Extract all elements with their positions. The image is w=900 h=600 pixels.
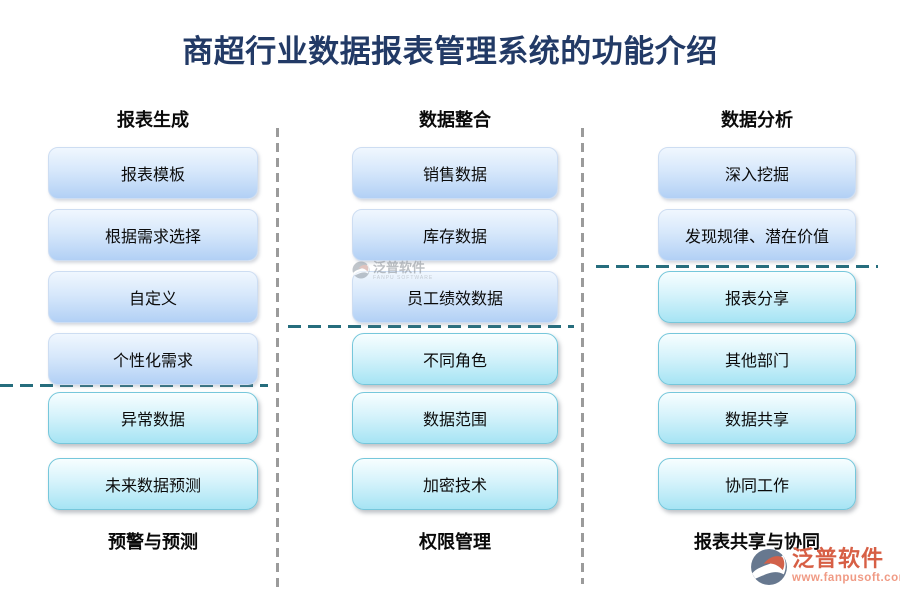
page-title: 商超行业数据报表管理系统的功能介绍 <box>182 34 718 69</box>
node-collaborative-work: 协同工作 <box>658 458 856 510</box>
node-other-departments: 其他部门 <box>658 333 856 385</box>
logo-url-text: www.fanpusoft.com <box>792 572 900 584</box>
watermark-brand-text: 泛普软件 <box>373 260 426 275</box>
vertical-divider-2 <box>581 128 584 584</box>
node-abnormal-data: 异常数据 <box>48 392 258 444</box>
node-inventory-data: 库存数据 <box>352 209 558 261</box>
column1-header: 报表生成 <box>117 110 189 130</box>
node-sales-data: 销售数据 <box>352 147 558 199</box>
column2-header: 数据整合 <box>419 110 491 130</box>
fanpu-logo-icon <box>750 548 788 591</box>
node-data-scope: 数据范围 <box>352 392 558 444</box>
column2-group-divider <box>288 325 574 328</box>
node-future-data-forecast: 未来数据预测 <box>48 458 258 510</box>
column3-footer: 报表共享与协同 <box>694 532 820 552</box>
column3-header: 数据分析 <box>721 110 793 130</box>
vertical-divider-1 <box>276 128 279 590</box>
node-personalized-need: 个性化需求 <box>48 333 258 385</box>
node-data-sharing: 数据共享 <box>658 392 856 444</box>
node-encryption-technology: 加密技术 <box>352 458 558 510</box>
node-discover-patterns-value: 发现规律、潜在价值 <box>658 209 856 261</box>
column1-footer: 预警与预测 <box>108 532 198 552</box>
node-custom: 自定义 <box>48 271 258 323</box>
center-watermark: 泛普软件 FANPU SOFTWARE <box>352 261 433 284</box>
column1-group-divider <box>0 384 268 387</box>
node-deep-mining: 深入挖掘 <box>658 147 856 199</box>
fanpu-logo-icon <box>352 261 370 284</box>
watermark-sub-text: FANPU SOFTWARE <box>373 275 434 281</box>
logo-brand-text: 泛普软件 <box>792 546 885 571</box>
node-employee-performance-data: 员工绩效数据 <box>352 271 558 323</box>
node-select-by-need: 根据需求选择 <box>48 209 258 261</box>
column2-footer: 权限管理 <box>419 532 491 552</box>
node-different-roles: 不同角色 <box>352 333 558 385</box>
node-report-sharing: 报表分享 <box>658 271 856 323</box>
node-report-template: 报表模板 <box>48 147 258 199</box>
fanpu-brand-logo: 泛普软件 www.fanpusoft.com <box>750 548 900 591</box>
column3-group-divider <box>596 265 878 268</box>
